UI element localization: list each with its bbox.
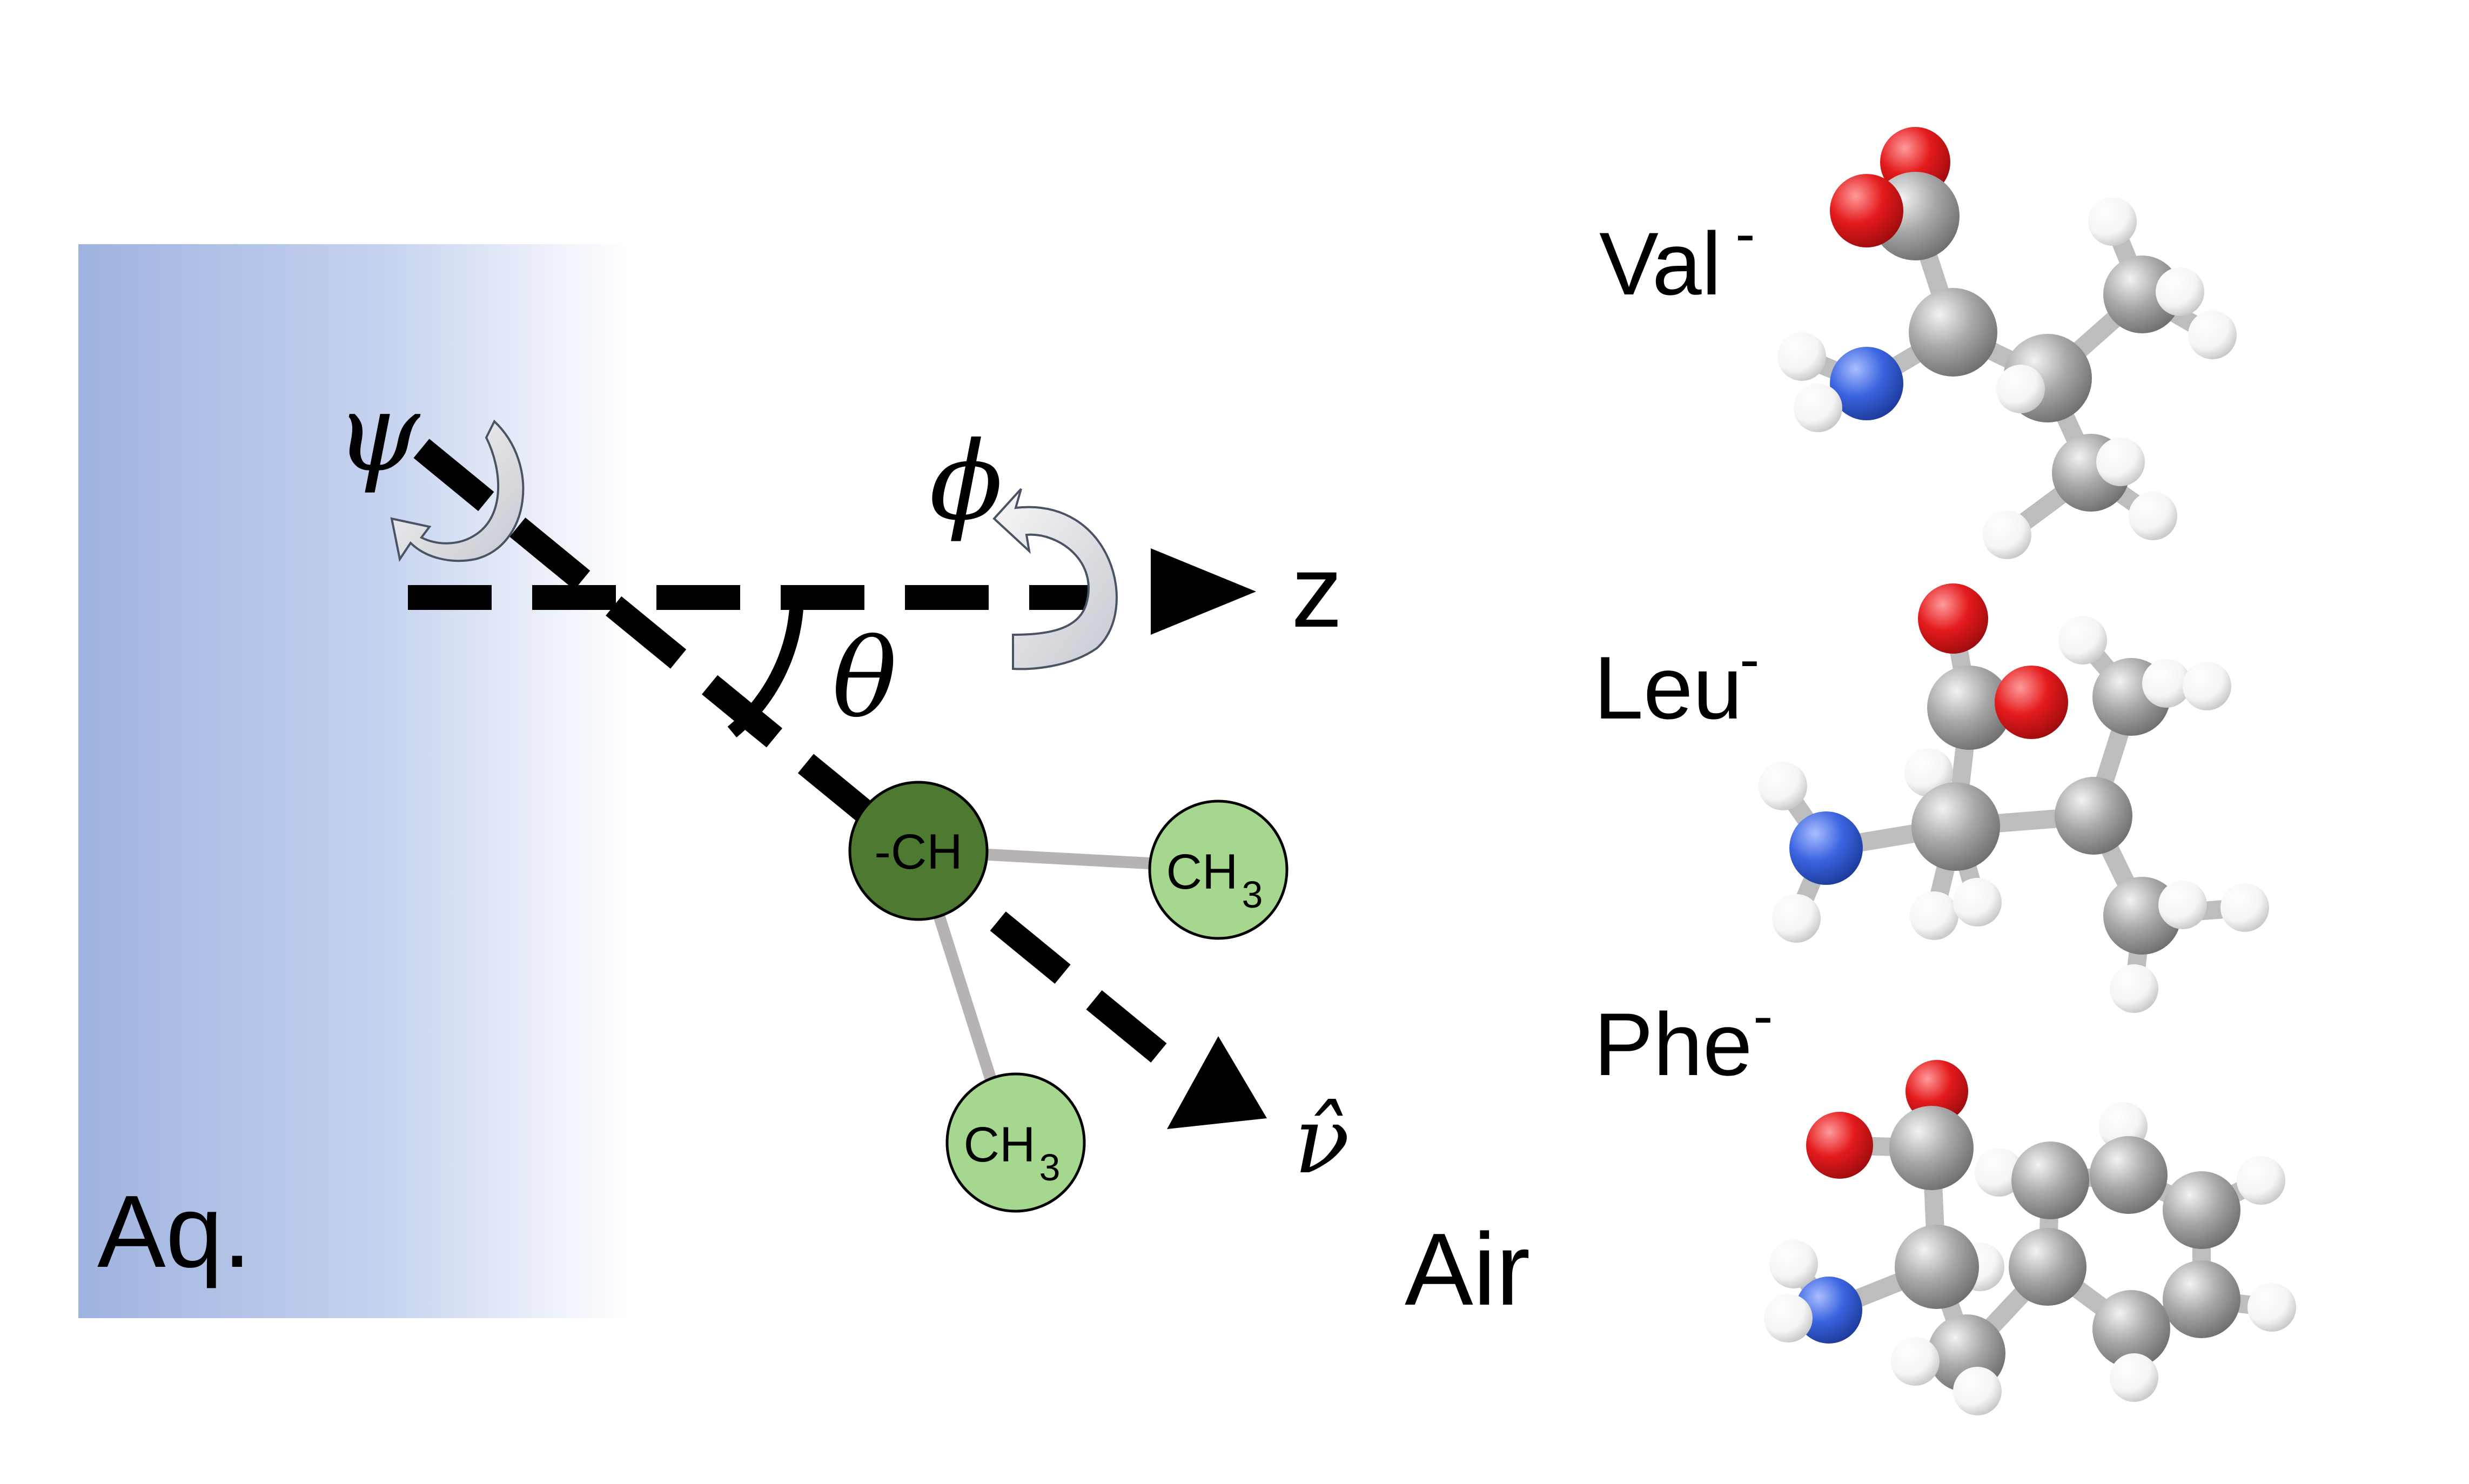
svg-text:-: - [1735, 200, 1755, 267]
val-label: Val - [1599, 200, 1755, 313]
svg-text:-: - [1753, 983, 1773, 1049]
ch3-group-lower-subscript: 3 [1039, 1146, 1061, 1188]
psi-rotation-arrow [390, 419, 525, 562]
phenylalanine-molecule [1764, 1060, 2296, 1415]
z-axis-label: z [1291, 534, 1343, 649]
nu-axis-arrowhead [1167, 1036, 1267, 1129]
phe-label: Phe - [1594, 983, 1773, 1094]
ch-group-circle [848, 781, 989, 921]
valine-molecule [1777, 127, 2237, 559]
z-axis-arrowhead [1151, 548, 1256, 635]
ch3-group-lower-label: CH [964, 1117, 1036, 1172]
ch3-group-right-circle [1148, 800, 1289, 940]
svg-text:Val: Val [1599, 214, 1721, 313]
ch-group-label: -CH [874, 824, 963, 879]
nu-axis-line [413, 439, 1189, 1080]
svg-text:Leu: Leu [1594, 638, 1742, 737]
theta-label: θ [832, 616, 897, 742]
phi-label: ϕ [929, 419, 1003, 545]
svg-text:-: - [1740, 626, 1760, 693]
ch3-group-right-label: CH [1166, 844, 1238, 899]
air-label: Air [1405, 1212, 1530, 1327]
psi-label: ψ [335, 370, 421, 496]
phi-rotation-arrow [992, 488, 1118, 670]
nu-hat-label: ν̂ [1294, 1087, 1350, 1194]
ch3-group-right-subscript: 3 [1242, 874, 1263, 916]
leu-label: Leu - [1594, 626, 1760, 737]
svg-text:Phe: Phe [1594, 995, 1753, 1094]
aqueous-label: Aq. [97, 1174, 251, 1289]
ch3-group-lower-circle [945, 1072, 1086, 1213]
aqueous-region [78, 244, 629, 1318]
theta-angle-arc [727, 597, 804, 738]
leucine-molecule [1759, 583, 2269, 1013]
